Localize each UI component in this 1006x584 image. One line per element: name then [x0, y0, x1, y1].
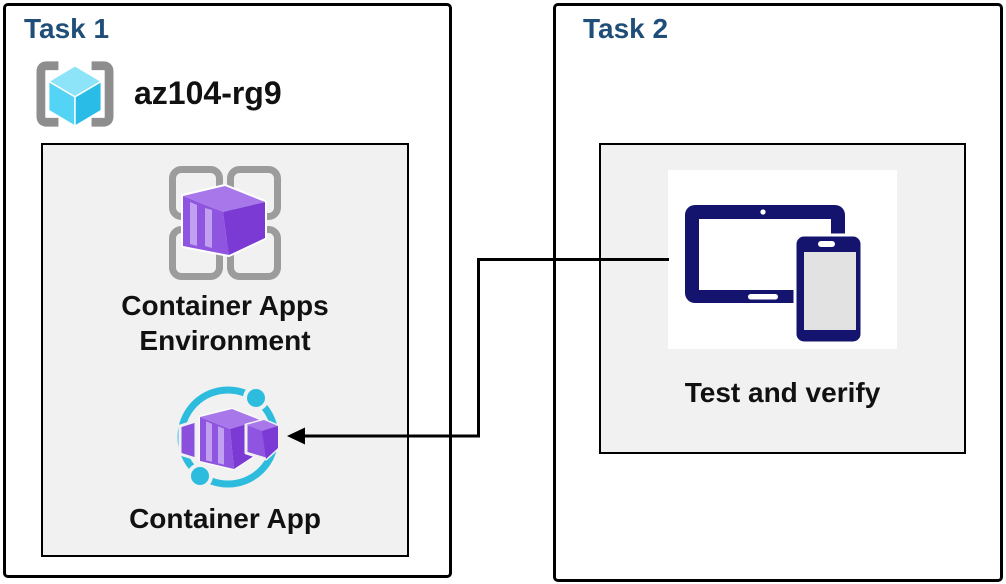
left-box-glyph	[178, 418, 198, 462]
tablet-and-phone-devices-icon	[685, 205, 864, 345]
phone-speaker-slot	[818, 241, 835, 247]
container-app-icon	[177, 385, 280, 489]
ring-dot-bottom	[187, 463, 213, 489]
container-box-glyph	[181, 184, 267, 257]
container-apps-environment-label: Container Apps Environment	[121, 290, 329, 356]
task1-panel: Task 1 az104-rg9	[3, 3, 452, 578]
resource-group-name: az104-rg9	[134, 75, 282, 111]
task2-title: Task 2	[583, 13, 669, 44]
bracket-left	[36, 61, 59, 127]
resource-group-icon	[36, 61, 114, 128]
task1-title: Task 1	[24, 13, 110, 44]
tablet-home-slot	[748, 294, 778, 300]
test-and-verify-label: Test and verify	[684, 377, 881, 408]
right-box-glyph	[244, 418, 280, 461]
container-app-label: Container App	[129, 503, 321, 534]
test-and-verify-card: Test and verify	[599, 143, 966, 454]
tablet-camera-dot	[760, 209, 766, 215]
container-apps-environment-icon	[169, 166, 281, 280]
task2-panel: Task 2 Test and verify	[553, 3, 1003, 582]
phone-glyph	[793, 233, 864, 345]
ring-dot-top	[243, 385, 269, 411]
cube-glyph	[47, 64, 103, 128]
phone-screen	[804, 252, 856, 330]
devices-icon-frame	[668, 170, 897, 349]
container-apps-card: Container Apps Environment	[41, 143, 409, 557]
bracket-right	[91, 61, 114, 127]
